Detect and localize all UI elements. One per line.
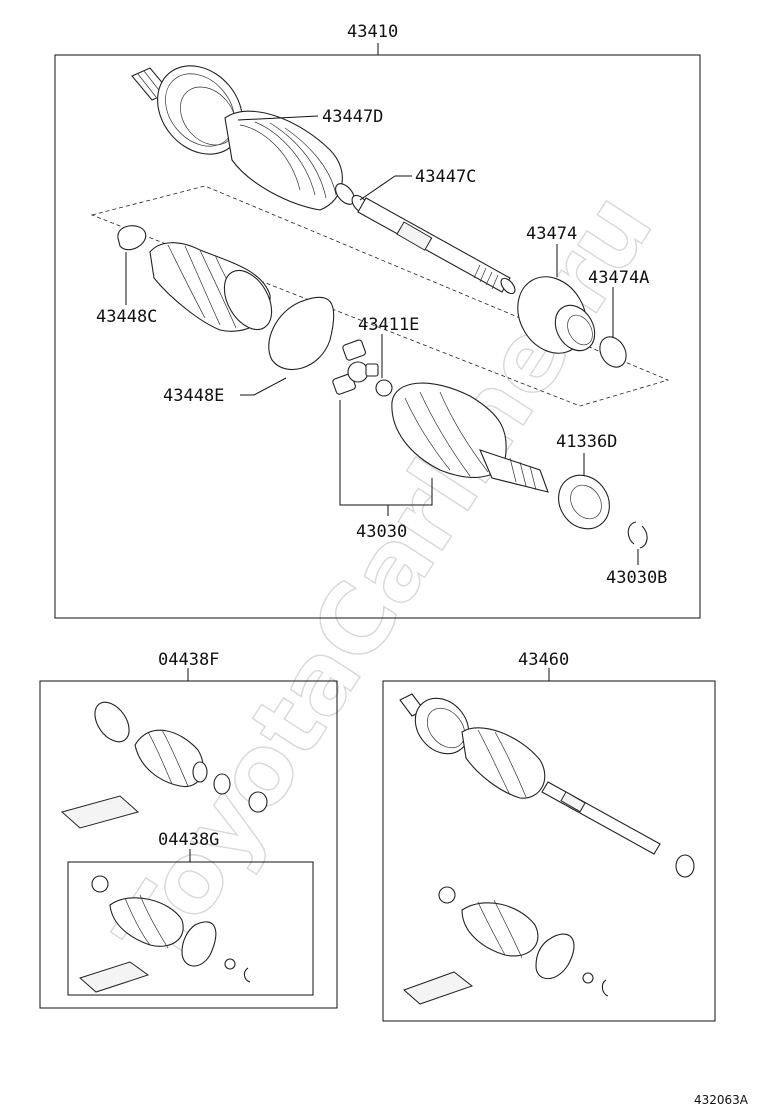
hole-snap-ring	[627, 521, 648, 549]
kit-04438F-parts	[60, 701, 268, 829]
label-43030B[interactable]: 43030B	[606, 568, 667, 588]
diagram-code: 432063A	[694, 1093, 749, 1107]
label-41336D[interactable]: 41336D	[556, 432, 617, 452]
oil-seal	[558, 474, 610, 530]
label-43448E[interactable]: 43448E	[163, 386, 224, 406]
bracket-43030	[339, 400, 433, 506]
outer-shaft-assembly	[131, 65, 516, 295]
snap-ring	[375, 379, 393, 397]
label-43448C[interactable]: 43448C	[96, 307, 157, 327]
boot-clamp-small	[117, 225, 147, 251]
label-04438G[interactable]: 04438G	[158, 830, 219, 850]
label-43460[interactable]: 43460	[518, 650, 569, 670]
label-43447D[interactable]: 43447D	[322, 107, 383, 127]
boot-clamp-large	[268, 296, 335, 370]
label-43474[interactable]: 43474	[526, 224, 577, 244]
label-43030[interactable]: 43030	[356, 522, 407, 542]
kit-43460-parts	[399, 693, 695, 1005]
label-43447C[interactable]: 43447C	[415, 167, 476, 187]
kit-04438G-parts	[79, 875, 251, 993]
label-43474A[interactable]: 43474A	[588, 268, 649, 288]
label-04438F[interactable]: 04438F	[158, 650, 219, 670]
label-43410[interactable]: 43410	[347, 22, 398, 42]
damper-clamp	[599, 336, 627, 368]
inner-boot	[149, 242, 273, 332]
exploded-view-outline	[90, 185, 670, 407]
dynamic-damper	[517, 276, 596, 354]
label-43411E[interactable]: 43411E	[358, 315, 419, 335]
inner-joint-housing	[391, 382, 549, 493]
tripod-joint	[332, 339, 379, 395]
